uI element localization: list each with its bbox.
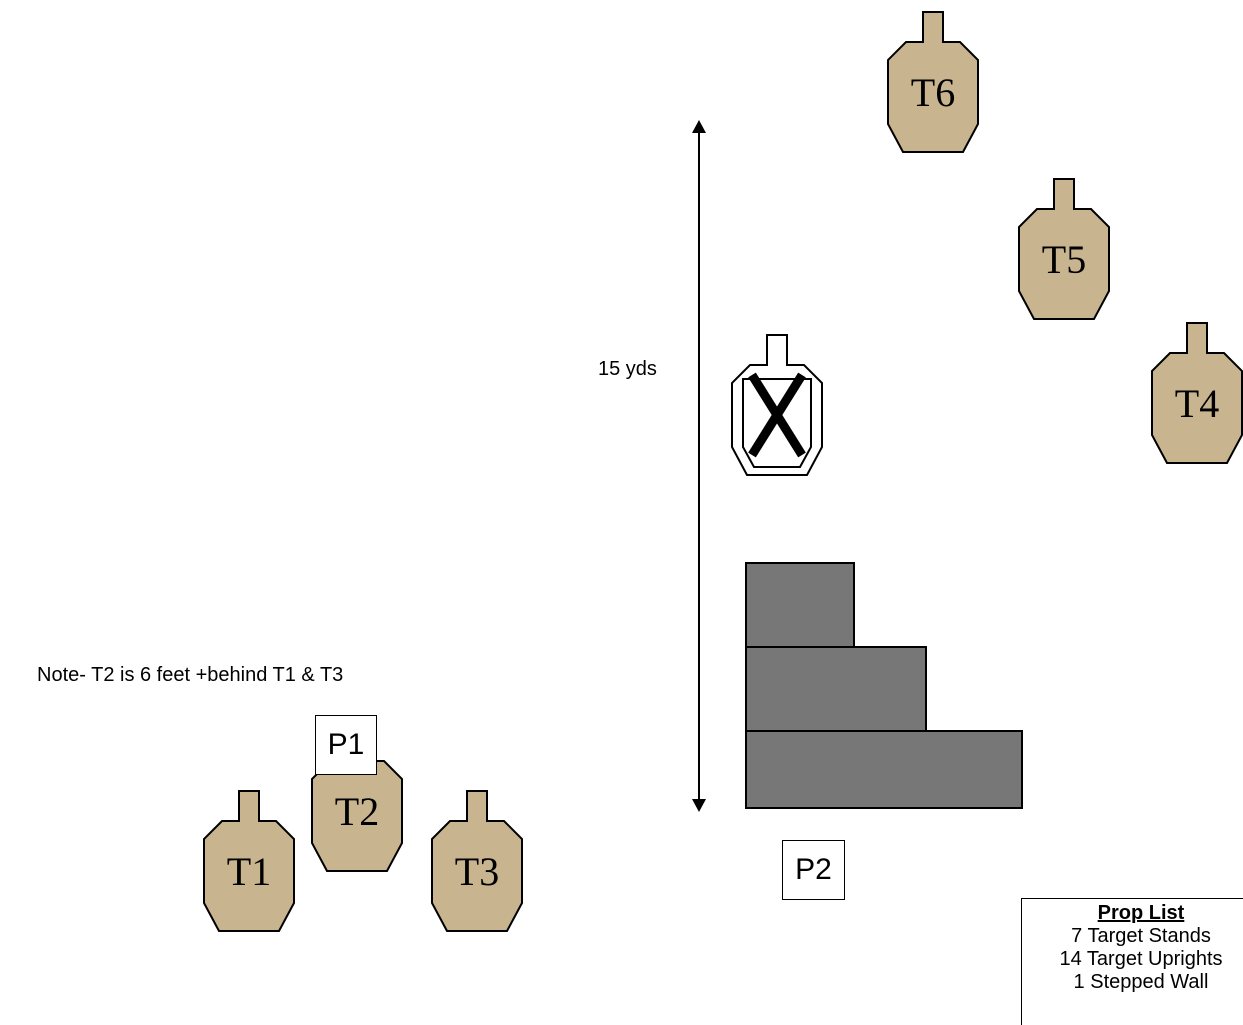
note-text: Note- T2 is 6 feet +behind T1 & T3 bbox=[37, 664, 344, 686]
position-p2: P2 bbox=[782, 840, 845, 900]
target-label: T5 bbox=[1042, 237, 1086, 282]
target-t5: T5 bbox=[1018, 178, 1110, 320]
prop-list: Prop List 7 Target Stands 14 Target Upri… bbox=[1021, 898, 1243, 1025]
prop-list-item: 14 Target Uprights bbox=[1059, 948, 1223, 970]
no-shoot-target bbox=[731, 334, 823, 476]
stepped-wall bbox=[745, 562, 1023, 809]
target-label: T1 bbox=[227, 849, 271, 894]
target-t6: T6 bbox=[887, 11, 979, 153]
prop-list-title: Prop List bbox=[1097, 902, 1185, 924]
target-label: T2 bbox=[335, 789, 379, 834]
target-t4: T4 bbox=[1151, 322, 1243, 464]
position-p1: P1 bbox=[315, 715, 377, 775]
target-label: T4 bbox=[1175, 381, 1219, 426]
prop-list-item: 7 Target Stands bbox=[1071, 925, 1211, 947]
no-shoot-x-icon bbox=[748, 372, 806, 458]
distance-label: 15 yds bbox=[598, 358, 657, 380]
target-label: T3 bbox=[455, 849, 499, 894]
target-t2: T2 bbox=[311, 730, 403, 872]
target-t1: T1 bbox=[203, 790, 295, 932]
target-label: T6 bbox=[911, 70, 955, 115]
prop-list-item: 1 Stepped Wall bbox=[1073, 971, 1209, 993]
target-t3: T3 bbox=[431, 790, 523, 932]
distance-arrow bbox=[692, 120, 706, 812]
